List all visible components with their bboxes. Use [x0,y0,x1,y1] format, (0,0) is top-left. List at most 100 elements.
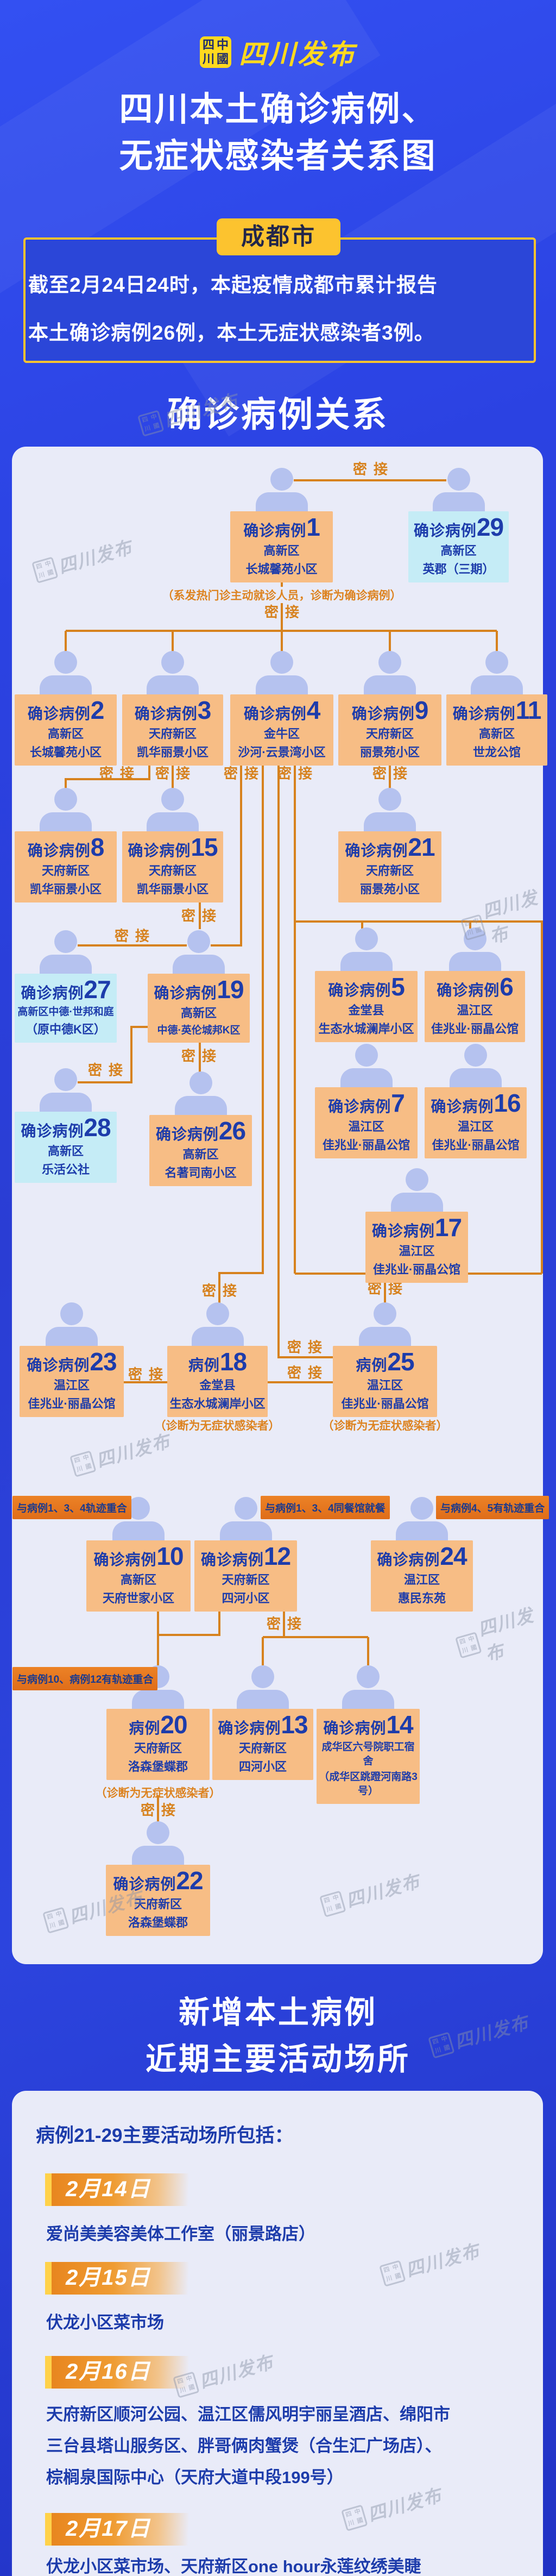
case-number: 16 [494,1089,521,1117]
case-location-line: 天府新区 [148,864,197,878]
close-contact-label: 密接 [372,765,414,782]
case-label: 确诊病例 [377,1551,440,1568]
person-icon [132,1821,184,1867]
case-location-line: 高新区 [440,544,477,557]
case-label: 确诊病例 [21,1123,84,1139]
person-icon [40,651,92,697]
case-location-line: 高新区 [263,544,300,557]
close-contact-label: 密接 [223,765,266,782]
close-contact-label: 密接 [287,1364,329,1381]
case-location-line: （成华区跳蹬河南路3号） [319,1771,418,1797]
case-location-line: 金堂县 [199,1378,236,1392]
close-contact-label: 密接 [287,1339,329,1356]
person-head [54,788,77,811]
person-body [237,1690,289,1712]
case-number: 20 [160,1710,187,1739]
case-location-line: 佳兆业·丽晶公馆 [28,1396,116,1411]
close-contact-label: 密接 [181,1048,223,1064]
case-label: 确诊病例 [154,985,217,1001]
case-location-line: 天府新区 [238,1741,287,1755]
seal-char: 四 [202,38,214,52]
case-label: 确诊病例 [200,1551,264,1568]
case-location-line: 佳兆业·丽晶公馆 [372,1262,461,1276]
close-contact-label: 密接 [201,1282,244,1299]
case-number: 4 [306,696,321,724]
case-location-line: 凯华丽景小区 [136,882,208,896]
person-head [147,1821,169,1844]
date-label: 2月14日 [66,2177,151,2201]
case-location-line: 凯华丽景小区 [136,745,208,759]
person-body [40,955,92,976]
case-location-line: 英郡（三期） [422,562,495,576]
case-number: 14 [386,1710,413,1739]
case-location-line: 温江区 [457,1120,494,1133]
case-location-line: 金堂县 [348,1004,384,1017]
person-icon [237,1665,289,1712]
person-body [342,1690,394,1712]
case-number: 26 [218,1117,246,1145]
case-number: 21 [408,833,435,861]
person-body [255,492,308,514]
case-label: 确诊病例 [155,1126,219,1143]
person-body [40,675,92,697]
person-head [161,788,184,811]
case-label: 确诊病例 [345,842,408,859]
person-icon [174,1071,227,1118]
case-label: 确诊病例 [328,1098,391,1115]
date-label: 2月17日 [66,2517,151,2541]
case-location-line: 天府新区 [222,1573,270,1587]
activity-panel [12,2091,543,2576]
case-label: 确诊病例 [243,522,307,539]
case-label: 确诊病例 [27,705,91,722]
case-number: 13 [281,1710,308,1739]
person-icon [342,1665,394,1712]
close-contact-label: 密接 [128,1366,170,1383]
case-location-line: 温江区 [399,1244,435,1258]
case-location-line: 天府新区 [148,727,197,741]
person-head [374,1302,396,1325]
case-location-line: 成华区六号院职工宿舍 [321,1741,415,1767]
case-number: 29 [476,513,504,541]
page-title-line1: 四川本土确诊病例、 [119,91,437,128]
person-icon [147,788,199,834]
case-number: 3 [197,696,212,724]
person-head [378,788,401,811]
person-head [161,651,184,674]
place-line: 爱尚美美容美体工作室（丽景路店） [46,2224,315,2243]
person-body [173,955,225,976]
person-icon [173,930,225,976]
relation-section-title: 确诊病例关系 [167,395,389,434]
close-contact-label: 密接 [264,604,306,621]
person-icon [219,1497,272,1543]
case-location-line: 天府新区 [365,864,414,878]
person-head [405,1168,428,1191]
person-icon [256,651,308,697]
place-line: 棕榈泉国际中心（天府大道中段199号） [46,2468,344,2487]
person-icon [340,927,393,974]
case-number: 6 [500,973,514,1001]
case-location-line: 洛森堡蝶郡 [128,1759,188,1773]
person-icon [364,788,416,834]
case-number: 25 [387,1347,414,1376]
case-number: 10 [156,1542,184,1570]
case-location-line: 生态水城澜岸小区 [169,1396,266,1411]
person-body [450,1068,502,1090]
summary-line1: 截至2月24日24时，本起疫情成都市累计报告 [28,274,438,296]
person-body [132,1690,184,1712]
